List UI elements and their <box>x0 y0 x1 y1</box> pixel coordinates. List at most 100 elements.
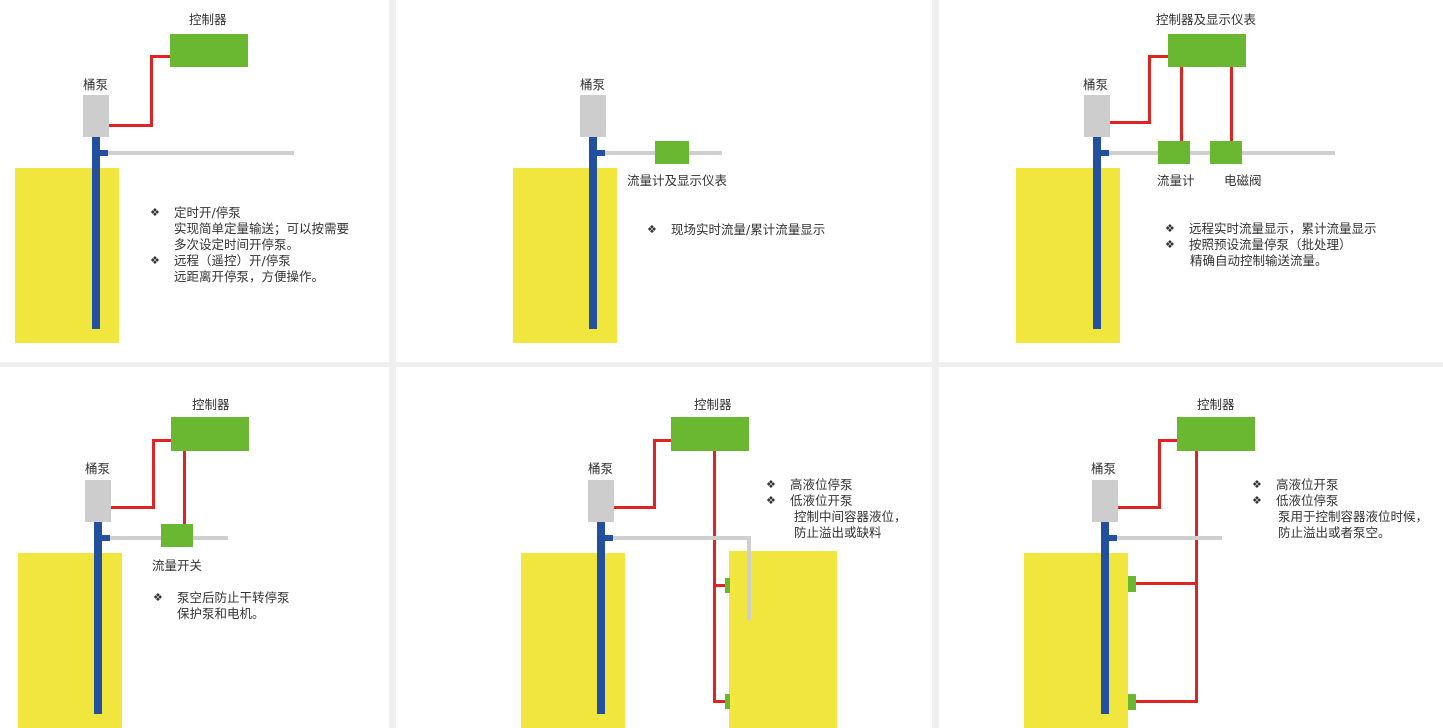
level-signal-wire <box>1195 451 1198 703</box>
signal-wire <box>109 124 153 127</box>
pump-tube <box>94 522 102 714</box>
level-signal-wire <box>1135 582 1198 585</box>
level-signal-wire <box>713 451 716 703</box>
bullet-icon: ❖ <box>1252 478 1262 491</box>
controller-box <box>1177 417 1255 451</box>
barrel-pump <box>1084 95 1110 137</box>
controller-label: 控制器 <box>1197 397 1235 412</box>
panel-flow-meter: 桶泵 流量计及显示仪表 ❖现场实时流量/累计流量显示 <box>396 0 932 362</box>
controller-label: 控制器 <box>192 397 230 412</box>
barrel-pump <box>588 480 614 522</box>
pump-label: 桶泵 <box>85 461 111 476</box>
outlet-fitting <box>1101 150 1109 156</box>
barrel-pump <box>1092 480 1118 522</box>
high-level-sensor <box>1128 576 1136 592</box>
signal-wire <box>1158 439 1177 442</box>
flow-switch <box>161 524 193 547</box>
signal-wire <box>1118 506 1161 509</box>
controller-box <box>170 34 248 67</box>
fill-line <box>747 536 751 620</box>
supply-tank <box>513 168 617 343</box>
meter-signal-wire <box>1180 67 1183 141</box>
pump-tube <box>589 137 597 329</box>
solenoid-valve <box>1210 141 1242 164</box>
barrel-pump <box>85 480 111 522</box>
panel-dry-run-protection: 控制器 桶泵 流量开关 ❖泵空后防止干转停泵 保护泵和电机。 <box>0 367 389 728</box>
signal-wire <box>152 439 155 509</box>
bullet-icon: ❖ <box>153 591 163 604</box>
pump-tube <box>597 522 605 714</box>
bullet-icon: ❖ <box>150 254 160 267</box>
bullet-icon: ❖ <box>1165 222 1175 235</box>
feature-desc: 远距离开停泵，方便操作。 <box>174 269 325 284</box>
controller-box <box>171 417 249 451</box>
low-level-sensor <box>1128 694 1136 710</box>
controller-label: 控制器 <box>189 12 227 27</box>
feature-list: ❖现场实时流量/累计流量显示 <box>647 222 825 238</box>
panel-level-control-a: 控制器 桶泵 ❖高液位停泵 ❖低液位开泵 控制中间容器液位， 防止溢出或缺料 <box>396 367 932 728</box>
signal-wire <box>614 506 656 509</box>
outlet-fitting <box>597 150 605 156</box>
feature-list: ❖远程实时流量显示，累计流量显示 ❖按照预设流量停泵（批处理） 精确自动控制输送… <box>1165 221 1377 269</box>
bullet-icon: ❖ <box>766 478 776 491</box>
low-level-sensor <box>725 694 730 709</box>
intermediate-container <box>729 551 837 728</box>
signal-wire <box>1148 55 1151 124</box>
pump-tube <box>1101 522 1109 714</box>
pump-tube <box>92 137 100 329</box>
feature-desc: 防止溢出或缺料 <box>794 525 882 540</box>
pump-label: 桶泵 <box>83 77 109 92</box>
valve-signal-wire <box>1230 67 1233 141</box>
bullet-icon: ❖ <box>150 206 160 219</box>
signal-wire <box>111 506 155 509</box>
supply-tank <box>1024 553 1128 728</box>
meter-label: 流量计及显示仪表 <box>627 173 728 188</box>
valve-label: 电磁阀 <box>1224 173 1262 188</box>
meter-label: 流量计 <box>1157 173 1195 188</box>
bullet-icon: ❖ <box>1252 494 1262 507</box>
panel-level-control-b: 控制器 桶泵 ❖高液位开泵 ❖低液位停泵 泵用于控制容器液位时候， 防止溢出或者… <box>939 367 1443 728</box>
feature-list: ❖定时开/停泵 实现简单定量输送；可以按需要 多次设定时间开停泵。 ❖远程（遥控… <box>150 205 349 285</box>
feature-list: ❖高液位停泵 ❖低液位开泵 控制中间容器液位， 防止溢出或缺料 <box>766 477 907 541</box>
high-level-sensor <box>725 578 730 593</box>
outlet-fitting <box>102 535 110 541</box>
outlet-fitting <box>100 150 108 156</box>
feature-title: 现场实时流量/累计流量显示 <box>671 222 826 237</box>
feature-desc: 控制中间容器液位， <box>794 509 907 524</box>
feature-list: ❖泵空后防止干转停泵 保护泵和电机。 <box>153 590 290 622</box>
feature-list: ❖高液位开泵 ❖低液位停泵 泵用于控制容器液位时候， 防止溢出或者泵空。 <box>1252 477 1428 541</box>
controller-box <box>671 417 749 451</box>
controller-label: 控制器 <box>694 397 732 412</box>
pump-label: 桶泵 <box>580 77 606 92</box>
feature-desc: 保护泵和电机。 <box>177 606 265 621</box>
discharge-line <box>108 151 294 155</box>
feature-title: 低液位开泵 <box>790 493 853 508</box>
discharge-line <box>1117 536 1222 540</box>
supply-tank <box>18 553 122 728</box>
switch-signal-wire <box>183 451 186 524</box>
signal-wire <box>1158 439 1161 509</box>
controller-box <box>1168 34 1246 67</box>
pump-label: 桶泵 <box>1091 461 1117 476</box>
pump-tube <box>1093 137 1101 329</box>
pump-label: 桶泵 <box>588 461 614 476</box>
feature-title: 高液位停泵 <box>790 477 853 492</box>
barrel-pump <box>580 95 606 137</box>
level-signal-wire <box>713 700 725 703</box>
signal-wire <box>152 439 171 442</box>
supply-tank <box>521 553 625 728</box>
flow-meter <box>655 141 689 164</box>
outlet-fitting <box>605 535 613 541</box>
feature-title: 高液位开泵 <box>1276 477 1339 492</box>
signal-wire <box>150 55 170 58</box>
panel-timed-control: 控制器 桶泵 ❖定时开/停泵 实现简单定量输送；可以按需要 多次设定时间开停泵。… <box>0 0 389 362</box>
feature-title: 定时开/停泵 <box>174 205 241 220</box>
feature-title: 远程（遥控）开/停泵 <box>174 253 291 268</box>
signal-wire <box>1109 121 1151 124</box>
feature-desc: 防止溢出或者泵空。 <box>1278 525 1391 540</box>
signal-wire <box>1148 55 1168 58</box>
barrel-pump <box>83 95 109 137</box>
signal-wire <box>653 439 671 442</box>
feature-desc: 实现简单定量输送；可以按需要 <box>174 221 350 236</box>
discharge-line <box>613 536 751 540</box>
